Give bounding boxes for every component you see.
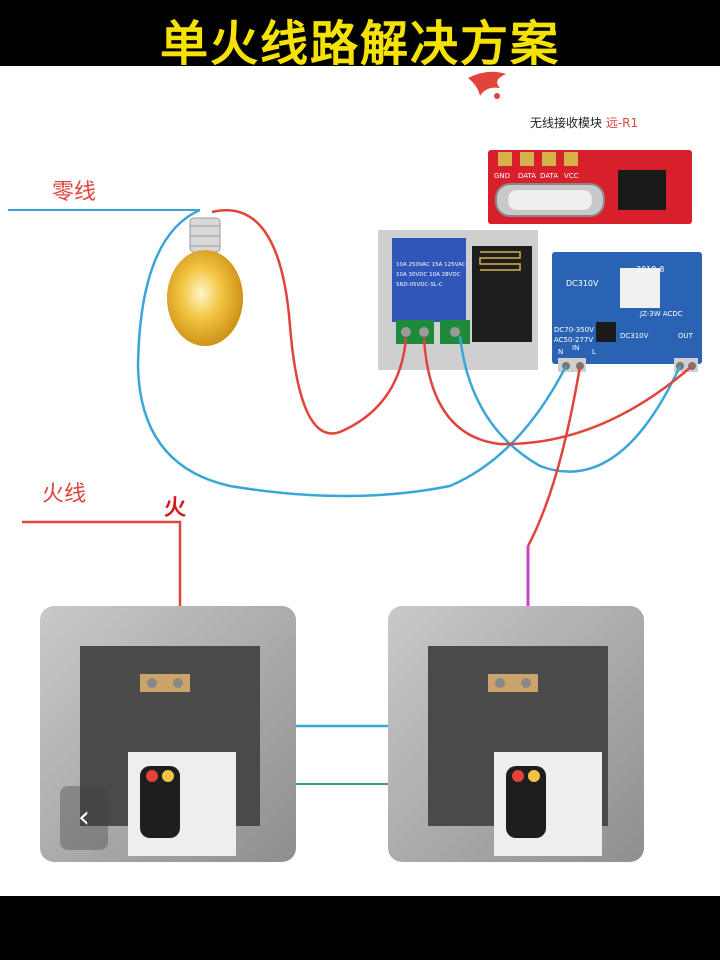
power-date: 2018-8 bbox=[636, 265, 664, 274]
power-in-label: IN bbox=[572, 344, 579, 352]
module-name: 无线接收模块 bbox=[530, 116, 603, 130]
power-n-label: N bbox=[558, 348, 563, 356]
wiring-diagram: GND DATA DATA VCC 10A 250VAC 15A 125VAC … bbox=[8, 71, 702, 862]
receiver-module: GND DATA DATA VCC bbox=[488, 150, 692, 224]
power-out-label: OUT bbox=[678, 332, 694, 340]
light-bulb bbox=[167, 217, 243, 346]
red-wires bbox=[22, 209, 693, 678]
power-spec-1: DC70-350V bbox=[554, 326, 594, 334]
pin-label: GND bbox=[494, 172, 510, 180]
relay-board: 10A 250VAC 15A 125VAC 10A 30VDC 10A 28VD… bbox=[378, 230, 538, 370]
live-label: 火线 bbox=[42, 482, 87, 507]
diagram-canvas: GND DATA DATA VCC 10A 250VAC 15A 125VAC … bbox=[0, 66, 720, 896]
relay-spec-3: SRD-05VDC-SL-C bbox=[396, 282, 443, 288]
relay-spec-1: 10A 250VAC 15A 125VAC bbox=[396, 262, 466, 268]
power-top-left: DC310V bbox=[566, 279, 599, 288]
module-model: 远-R1 bbox=[605, 116, 639, 130]
left-switch bbox=[40, 606, 296, 862]
brand-logo bbox=[468, 71, 506, 99]
chevron-left-icon: ‹ bbox=[78, 800, 90, 835]
fire-mark: 火 bbox=[164, 496, 187, 521]
back-button[interactable]: ‹ bbox=[60, 786, 108, 850]
title-bar: 单火线路解决方案 bbox=[0, 0, 720, 72]
module-caption: 无线接收模块 远-R1 bbox=[530, 114, 638, 131]
power-mid: DC310V bbox=[620, 332, 649, 340]
power-l-label: L bbox=[592, 348, 596, 356]
power-module: DC310V 2018-8 JZ-3W ACDC DC310V DC70-350… bbox=[552, 252, 702, 372]
relay-spec-2: 10A 30VDC 10A 28VDC bbox=[396, 272, 461, 278]
neutral-label: 零线 bbox=[52, 180, 97, 205]
power-spec-2: AC50-277V bbox=[554, 336, 593, 344]
pin-label: DATA bbox=[540, 172, 558, 180]
bottom-bar bbox=[0, 896, 720, 960]
page-title: 单火线路解决方案 bbox=[159, 16, 560, 72]
right-switch bbox=[388, 606, 644, 862]
pin-label: VCC bbox=[564, 172, 579, 180]
pin-label: DATA bbox=[518, 172, 536, 180]
power-model: JZ-3W ACDC bbox=[639, 310, 683, 318]
